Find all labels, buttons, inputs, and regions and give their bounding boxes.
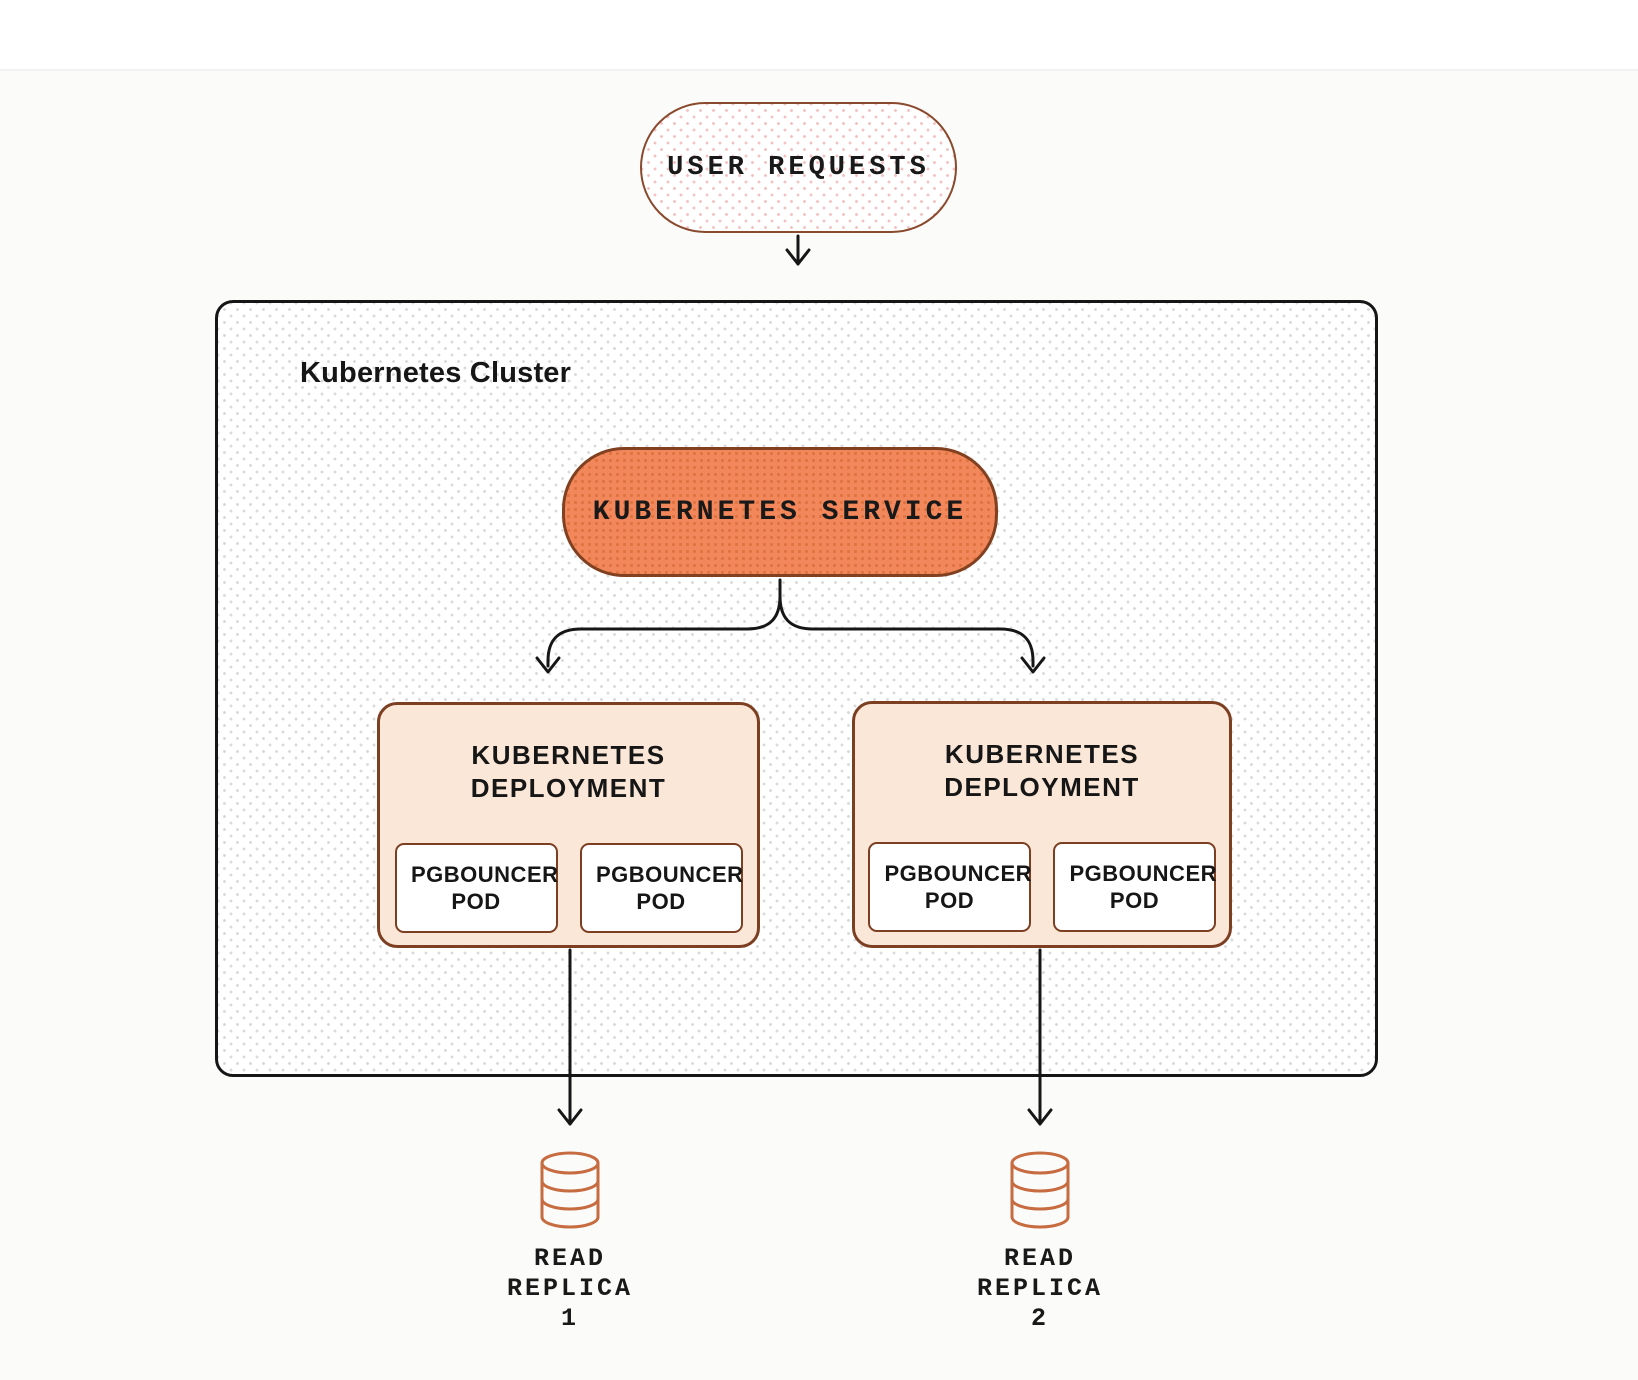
user-requests-node: USER REQUESTS [640,102,957,233]
deployment-1-pods: PGBOUNCER POD PGBOUNCER POD [380,843,757,933]
kubernetes-service-label: KUBERNETES SERVICE [592,496,968,528]
deployment-1-title: KUBERNETES DEPLOYMENT [470,740,667,803]
pgbouncer-pod-label: PGBOUNCER POD [596,862,744,914]
replica-label-line: 1 [560,1304,579,1333]
replica-label-line: READ [1003,1244,1076,1273]
kubernetes-deployment-1: KUBERNETES DEPLOYMENT PGBOUNCER POD PGBO… [377,702,760,948]
pgbouncer-pod-label: PGBOUNCER POD [411,862,559,914]
pgbouncer-pod: PGBOUNCER POD [394,843,559,933]
pgbouncer-pod-label: PGBOUNCER POD [884,861,1033,913]
pgbouncer-pod: PGBOUNCER POD [868,842,1033,932]
deployment-2-title: KUBERNETES DEPLOYMENT [944,739,1140,802]
deployment-2-pods: PGBOUNCER POD PGBOUNCER POD [855,842,1229,932]
kubernetes-deployment-2: KUBERNETES DEPLOYMENT PGBOUNCER POD PGBO… [852,701,1232,948]
replica-label-line: 2 [1030,1304,1049,1333]
replica-label-line: REPLICA [506,1274,634,1303]
pgbouncer-pod-label: PGBOUNCER POD [1069,861,1218,913]
kubernetes-service-node: KUBERNETES SERVICE [562,447,998,577]
pgbouncer-pod: PGBOUNCER POD [579,843,744,933]
kubernetes-cluster-box [215,300,1378,1077]
kubernetes-cluster-title: Kubernetes Cluster [300,357,572,389]
user-requests-label: USER REQUESTS [667,152,930,183]
page-top-strip [0,0,1638,71]
database-icon [540,1151,600,1229]
read-replica-1-label: READ REPLICA 1 [460,1244,680,1334]
arrow-down-icon [557,1108,583,1126]
replica-label-line: REPLICA [976,1274,1104,1303]
read-replica-2-label: READ REPLICA 2 [930,1244,1150,1334]
pgbouncer-pod: PGBOUNCER POD [1053,842,1218,932]
arrow-down-icon [785,248,811,266]
arrow-down-icon [1027,1108,1053,1126]
database-icon [1010,1151,1070,1229]
replica-label-line: READ [533,1244,606,1273]
